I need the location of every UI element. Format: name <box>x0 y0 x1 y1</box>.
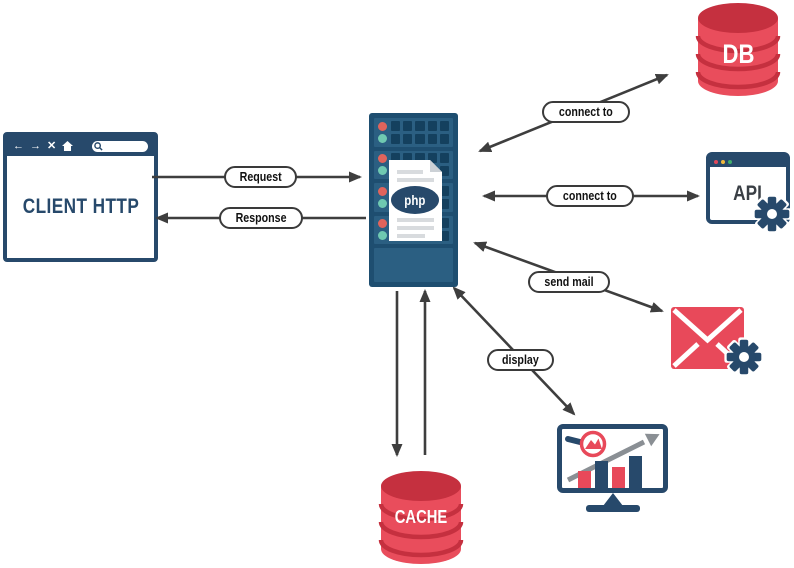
server-vent-square <box>427 133 437 144</box>
cache-label: CACHE <box>394 507 448 528</box>
edge-label-response: Response <box>219 207 304 230</box>
server-vent-square <box>439 166 449 177</box>
led-teal-icon <box>378 166 387 176</box>
yellow-dot-icon <box>721 159 725 164</box>
forward-arrow-icon: → <box>30 139 41 152</box>
home-icon <box>62 141 74 151</box>
api-service-icon: API <box>706 152 792 236</box>
edge-label-display: display <box>487 349 554 372</box>
green-dot-icon <box>728 159 732 164</box>
led-teal-icon <box>378 231 387 241</box>
magnifier-icon <box>565 430 607 458</box>
gear-icon <box>752 194 792 234</box>
db-label: DB <box>722 39 754 70</box>
search-icon <box>94 141 103 151</box>
back-arrow-icon: ← <box>13 139 24 152</box>
client-title: CLIENT HTTP <box>22 195 139 218</box>
server-vents <box>391 120 449 144</box>
server-vent-square <box>439 198 449 209</box>
server-vent-square <box>439 133 449 144</box>
server-vent-square <box>439 231 449 242</box>
server-vent-square <box>391 133 401 144</box>
server-vent-square <box>403 133 413 144</box>
monitor-icon <box>557 424 668 518</box>
window-titlebar <box>710 156 786 167</box>
api-label: API <box>733 181 763 205</box>
server-vent-square <box>415 133 425 144</box>
led-red-icon <box>378 154 387 164</box>
red-dot-icon <box>714 159 718 164</box>
trend-arrow-icon <box>644 433 660 447</box>
server-rack-row <box>374 118 453 147</box>
server-vent-square <box>403 153 413 164</box>
php-logo-icon: php <box>391 186 439 214</box>
server-vent-square <box>439 218 449 229</box>
server-vent-square <box>427 153 437 164</box>
edge-label-request: Request <box>224 166 298 189</box>
server-vent-square <box>439 120 449 131</box>
server-vent-square <box>415 120 425 131</box>
search-bar <box>92 140 148 152</box>
chart-bars-icon <box>578 456 642 488</box>
cache-database-icon: CACHE <box>377 470 465 568</box>
database-icon: DB <box>694 2 782 100</box>
analytics-chart-icon <box>565 430 660 488</box>
server-vent-square <box>427 120 437 131</box>
monitor-base <box>585 505 640 512</box>
gear-icon <box>724 337 764 377</box>
led-red-icon <box>378 219 387 229</box>
server-vent-square <box>415 153 425 164</box>
edge-label-connect-to-api: connect to <box>546 185 634 208</box>
server-vent-square <box>403 120 413 131</box>
led-teal-icon <box>378 133 387 143</box>
led-teal-icon <box>378 198 387 208</box>
server-vent-square <box>439 153 449 164</box>
monitor-stand <box>602 493 623 506</box>
edge-label-connect-to-db: connect to <box>542 101 630 124</box>
mail-service-icon <box>671 307 765 381</box>
client-browser-window: ← → ✕ CLIENT HTTP <box>3 132 158 262</box>
edge-label-send-mail: send mail <box>528 271 610 294</box>
server-vent-square <box>391 120 401 131</box>
monitor-screen <box>557 424 668 493</box>
server-vent-square <box>391 153 401 164</box>
php-document-icon: php <box>389 160 442 241</box>
led-red-icon <box>378 186 387 196</box>
led-red-icon <box>378 121 387 131</box>
browser-toolbar: ← → ✕ <box>7 136 154 156</box>
db-cylinder <box>695 3 781 96</box>
cache-cylinder <box>378 471 464 564</box>
close-icon: ✕ <box>47 139 57 152</box>
server-vent-square <box>439 185 449 196</box>
server-base-panel <box>374 248 453 282</box>
client-body: CLIENT HTTP <box>7 156 154 258</box>
